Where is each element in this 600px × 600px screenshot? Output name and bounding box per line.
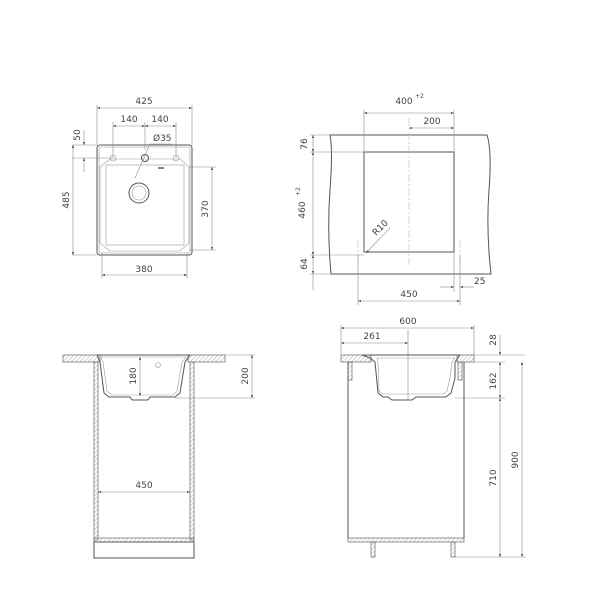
dim-tap-hole-offset: 50: [73, 129, 83, 141]
drain-icon: [128, 182, 150, 204]
dim-cabinet-height: 710: [489, 469, 499, 486]
dim-installation-depth: 200: [241, 367, 251, 384]
dim-hole-spacing-right: 140: [151, 115, 168, 125]
dim-bowl-depth-side: 162: [489, 372, 499, 389]
dim-worktop-thickness: 28: [489, 334, 499, 346]
sink-section: [96, 354, 191, 401]
dim-bowl-depth: 370: [201, 200, 211, 217]
top-view: 425 140 140 Ø35 50 485 370 380: [62, 97, 216, 278]
dim-sink-offset: 261: [363, 332, 380, 342]
dim-hole-spacing-left: 140: [120, 115, 137, 125]
dim-tap-hole-diameter: Ø35: [153, 133, 172, 144]
cabinet-leg-front: [370, 541, 376, 558]
dim-bowl-width: 380: [135, 265, 152, 275]
dim-total-height: 900: [511, 451, 521, 468]
cutout-view: 400 +2 200 76 460 +2 R10 64 450 25: [295, 93, 492, 305]
dim-corner-radius: R10: [371, 218, 391, 238]
tap-hole-center: [141, 154, 149, 162]
cabinet-bottom: [93, 537, 195, 543]
cabinet-side-left: [93, 361, 99, 541]
cabinet-leg-back: [450, 541, 456, 558]
dim-cutout-half-width: 200: [423, 117, 440, 127]
cabinet-back-panel: [457, 361, 463, 381]
dim-back-offset: 64: [300, 258, 310, 270]
dim-cutout-width: 400: [395, 97, 412, 107]
dim-cutout-depth-tolerance: +2: [295, 187, 302, 196]
dim-side-offset: 25: [474, 277, 485, 287]
sink-bowl: [99, 158, 190, 252]
sink-outline: [96, 144, 193, 256]
worktop-left: [62, 354, 101, 363]
side-section-view: 600 261 28 162 710 900: [340, 317, 526, 558]
dim-cutout-width-tolerance: +2: [415, 93, 424, 100]
worktop-right: [187, 354, 226, 363]
dim-cabinet-width: 450: [400, 290, 417, 300]
cabinet-side-right: [189, 361, 195, 541]
dim-overall-width: 425: [135, 97, 152, 107]
cabinet-bottom-side: [347, 537, 465, 543]
dim-overall-depth: 485: [62, 191, 72, 208]
dim-worktop-depth: 600: [399, 317, 416, 327]
worktop-outline: [328, 134, 492, 275]
dim-bowl-height: 180: [129, 367, 139, 384]
dim-front-offset: 76: [300, 138, 310, 150]
dim-cutout-depth: 460: [298, 201, 308, 218]
dim-cabinet-inner-width: 450: [135, 481, 152, 491]
cabinet-front-panel: [347, 361, 353, 381]
cabinet-plinth: [93, 541, 195, 559]
sink-side-section: [361, 354, 461, 401]
worktop-front: [340, 354, 372, 363]
front-section-view: 180 200 450: [62, 354, 255, 559]
